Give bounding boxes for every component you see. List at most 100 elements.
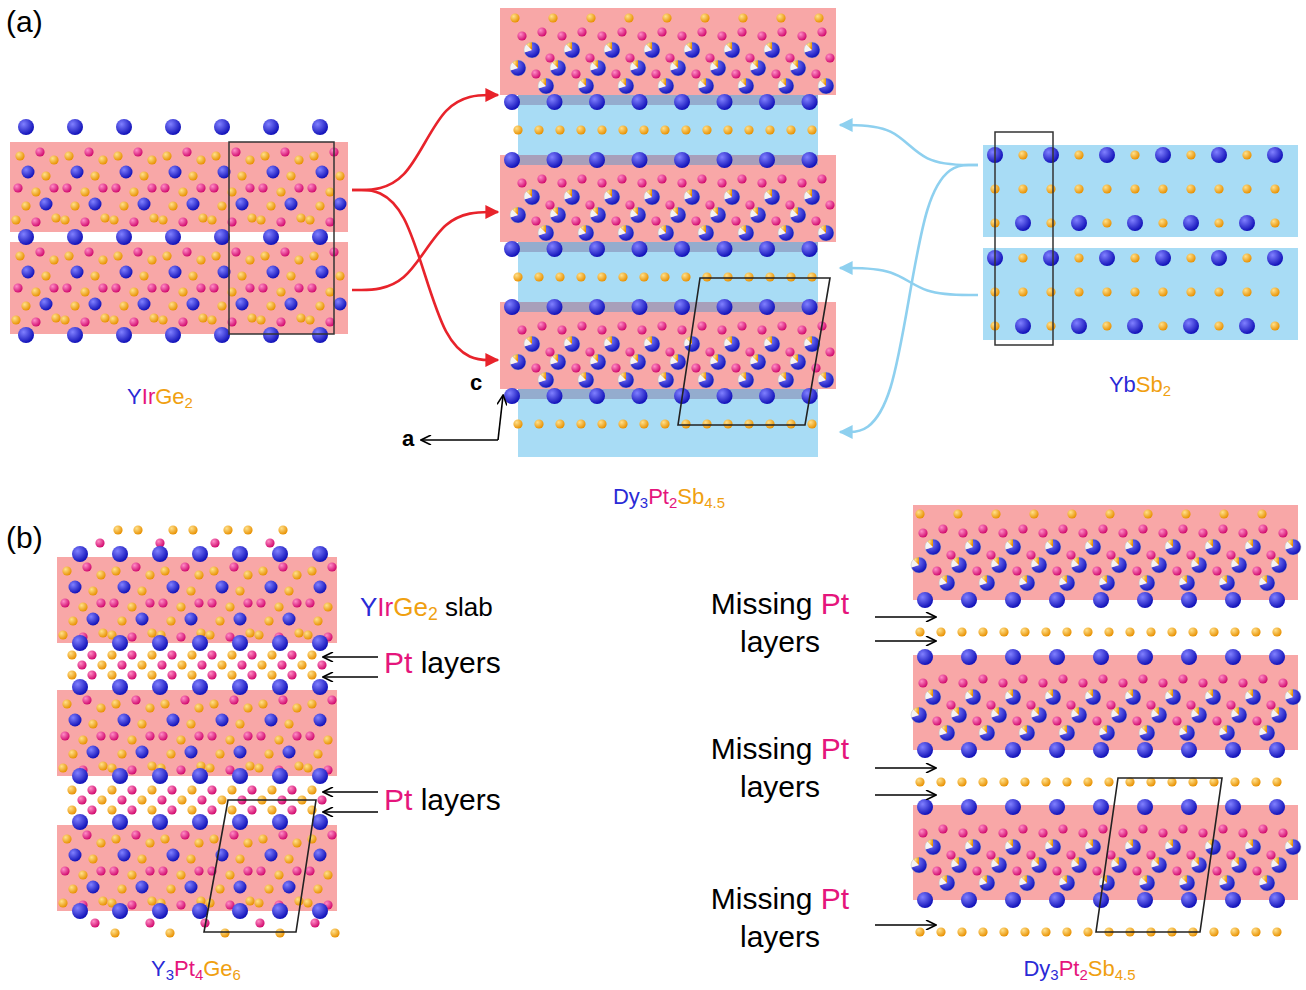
atom [292,570,301,579]
atom [1219,509,1228,518]
atom-sector [1247,839,1253,847]
atom [776,13,785,22]
mixed-site-atom [750,60,766,76]
atom-outline [1191,857,1207,873]
atom [267,805,276,814]
atom [589,94,605,110]
atom [585,347,594,356]
atom [87,650,96,659]
atom-sector [1125,539,1141,555]
atom [1093,799,1109,815]
atom [1043,250,1059,266]
atom [283,746,296,759]
atom [72,635,88,651]
atom [918,678,927,687]
atom-sector [1259,575,1275,591]
mixed-site-atom [1111,557,1127,573]
atom [737,321,746,330]
atom-outline [590,60,606,76]
mixed-site-atom [724,42,740,58]
atom-sector [764,336,780,352]
atom [178,317,187,326]
atom [272,814,288,830]
atom [109,215,118,224]
atom-sector [1033,557,1039,565]
atom [22,166,35,179]
atom [68,749,77,758]
mixed-site-atom [1031,557,1047,573]
label-holder: (a) [6,4,43,40]
formula-subscript: 2 [428,604,438,624]
atom [158,315,167,324]
atom [1212,866,1221,875]
atom [176,602,185,611]
atom [1049,799,1065,815]
atom [96,570,105,579]
atom-sector [1167,689,1173,697]
atom [247,785,256,794]
atom [120,166,133,179]
atom [235,586,244,595]
atom [152,546,168,562]
atom-sector [1233,557,1239,565]
atom-outline [630,60,646,76]
atom [1266,850,1275,859]
structure-band [500,8,836,95]
atom [60,731,69,740]
atom [286,171,295,180]
mixed-site-atom [684,336,700,352]
atom-sector [820,78,826,86]
atom [243,703,252,712]
structure-panel: YbSb2 [978,128,1302,398]
structure-band [913,505,1298,600]
atom [40,298,53,311]
mixed-site-atom [764,336,780,352]
atom-sector [590,207,606,223]
atom [96,866,105,875]
atom [205,763,214,772]
atom [548,13,557,22]
atom [96,731,105,740]
atom [651,363,660,372]
atom [272,768,288,784]
atom-sector [566,42,572,50]
structure-band [913,655,1298,750]
atom [258,283,267,292]
atom-sector [1261,875,1267,883]
atom [62,699,71,708]
atom [152,635,168,651]
mixed-site-atom [1165,539,1181,555]
mixed-site-atom [911,857,927,873]
atom-outline [1085,539,1101,555]
mixed-site-atom [618,78,634,94]
atom [237,660,246,669]
atom-outline [1019,575,1035,591]
atom [932,566,941,575]
mixed-site-atom [604,189,620,205]
atom [1178,674,1187,683]
atom [1178,524,1187,533]
atom-sector [552,207,558,215]
atom [133,147,142,156]
atom [1137,799,1153,815]
atom-sector [764,189,780,205]
atom [192,903,208,919]
atom [87,785,96,794]
mixed-site-atom [939,575,955,591]
atom [96,838,105,847]
atom [1218,674,1227,683]
atom-outline [911,707,927,723]
atom-sector [630,60,646,76]
atom [717,152,733,168]
atom-sector [658,372,674,388]
atom-sector [670,354,686,370]
atom-sector [1071,557,1087,573]
atom [210,538,219,547]
atom [260,251,269,260]
atom-sector [1021,725,1027,733]
atom-outline [1019,725,1035,741]
mixed-site-atom [710,60,726,76]
atom [557,31,566,40]
element-symbol: Pt [648,484,669,509]
atom-sector [981,875,987,883]
